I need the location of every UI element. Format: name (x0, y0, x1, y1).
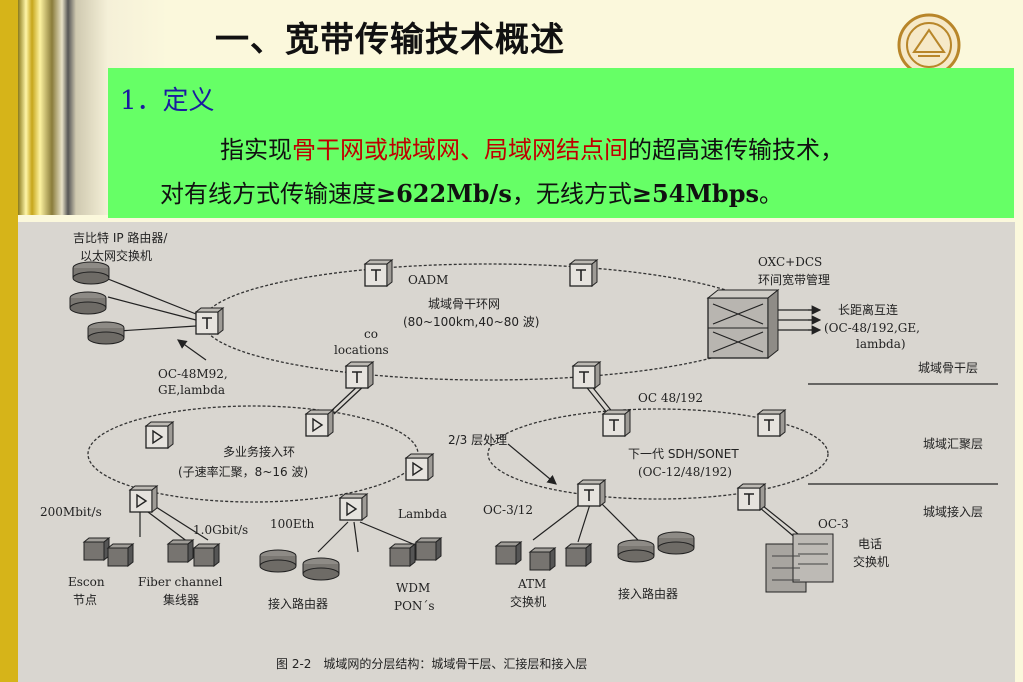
phone-switch-icon (765, 533, 834, 593)
wdm-pon-icon (389, 543, 416, 567)
label: 1.0Gbit/s (193, 523, 248, 537)
definition-line-2: 对有线方式传输速度≥622Mb/s，无线方式≥54Mbps。 (160, 174, 783, 209)
label: 交换机 (510, 594, 546, 609)
wired-speed: ≥622Mb/s (376, 179, 512, 208)
definition-line-1: 指实现骨干网或城域网、局域网结点间的超高速传输技术， (220, 130, 844, 165)
definition-highlight: 骨干网或城域网、局域网结点间 (292, 136, 628, 164)
core-agg-node (572, 361, 601, 389)
label: (OC-12/48/192) (638, 465, 732, 479)
sdh-ring (487, 408, 829, 500)
label: co (364, 327, 378, 341)
access-router-icon (617, 539, 655, 563)
router-icon (69, 291, 107, 315)
label: 200Mbit/s (40, 505, 102, 519)
label: OADM (408, 273, 448, 287)
label: 吉比特 IP 路由器/ (73, 230, 168, 245)
figure-caption: 图 2-2 城域网的分层结构：城域骨干层、汇接层和接入层 (276, 656, 587, 671)
network-diagram: 吉比特 IP 路由器/ 以太网交换机 OADM 城域骨干环网 (80~100km… (18, 222, 1015, 682)
access-ring-node (405, 453, 434, 481)
sdh-node (577, 479, 606, 507)
definition-text: 对有线方式传输速度 (160, 180, 376, 208)
access-router-icon (657, 531, 695, 555)
label: PON´s (394, 599, 435, 613)
router-uplink-node (195, 307, 224, 335)
sdh-node (757, 409, 786, 437)
access-ring-node (305, 409, 334, 437)
label: 多业务接入环 (223, 444, 295, 459)
layer-dividers (808, 383, 998, 485)
sdh-node (602, 409, 631, 437)
label: 2/3 层处理 (448, 433, 507, 447)
wdm-pon-icon (415, 537, 442, 561)
label: 以太网交换机 (80, 248, 152, 263)
label: (80~100km,40~80 波) (403, 315, 539, 329)
core-node (569, 259, 598, 287)
router-icon (72, 261, 110, 285)
label: OC-48M92, (158, 367, 228, 381)
label: OC 48/192 (638, 391, 703, 405)
layer-label-core: 城域骨干层 (918, 361, 978, 375)
title-band (175, 0, 1023, 68)
layer-label-aggregation: 城域汇聚层 (923, 437, 983, 451)
label: 下一代 SDH/SONET (628, 447, 739, 461)
escon-node-icon (83, 537, 110, 561)
wireless-speed: ≥54Mbps (631, 179, 759, 208)
label: lambda) (856, 337, 906, 351)
fiber-hub-icon (167, 539, 194, 563)
label: 接入路由器 (268, 596, 328, 611)
label: OXC+DCS (758, 255, 822, 269)
fiber-hub-icon (193, 543, 220, 567)
definition-text: 。 (759, 180, 783, 208)
sdh-node (737, 483, 766, 511)
label: 电话 (858, 537, 882, 551)
page-title: 一、宽带传输技术概述 (215, 20, 565, 60)
co-node (345, 361, 374, 389)
escon-node-icon (107, 543, 134, 567)
access-router-icon (302, 557, 340, 581)
label: 城域骨干环网 (428, 297, 500, 311)
label: 环间宽带管理 (758, 272, 830, 287)
label: OC-3/12 (483, 503, 533, 517)
label: Lambda (398, 507, 447, 521)
label: WDM (396, 581, 430, 595)
label: OC-3 (818, 517, 849, 531)
layer-label-access: 城域接入层 (923, 504, 983, 519)
label: ATM (517, 577, 546, 591)
oadm-node (364, 259, 393, 287)
label: 集线器 (163, 592, 199, 607)
oxc-cabinet-icon (706, 288, 780, 360)
access-ring-node (145, 421, 174, 449)
label: GE,lambda (158, 383, 225, 397)
links (102, 276, 818, 553)
label: Fiber channel (138, 575, 223, 589)
access-router-icon (259, 549, 297, 573)
atm-switch-icon (529, 547, 556, 571)
access-ring-node (129, 485, 158, 513)
access-ring-node (339, 493, 368, 521)
definition-text: 的超高速传输技术， (628, 136, 844, 164)
arrows (177, 305, 822, 485)
atm-switch-icon (565, 543, 592, 567)
label: 交换机 (853, 554, 889, 569)
label: 接入路由器 (618, 586, 678, 601)
atm-switch-icon (495, 541, 522, 565)
label: (子速率汇聚，8~16 波) (178, 464, 308, 479)
router-icon (87, 321, 125, 345)
label: (OC-48/192,GE, (824, 321, 920, 335)
label: 长距离互连 (838, 302, 898, 317)
label: 节点 (73, 593, 97, 607)
diagram-canvas: 吉比特 IP 路由器/ 以太网交换机 OADM 城域骨干环网 (80~100km… (40, 230, 998, 671)
definition-heading: 1．定义 (120, 86, 215, 116)
label: Escon (68, 575, 105, 589)
definition-text: 指实现 (220, 136, 292, 164)
label: locations (334, 343, 389, 357)
label: 100Eth (270, 517, 314, 531)
definition-text: ，无线方式 (511, 180, 632, 208)
definition-box: 1．定义 指实现骨干网或城域网、局域网结点间的超高速传输技术， 对有线方式传输速… (108, 68, 1014, 218)
left-decor-bar (0, 0, 18, 682)
